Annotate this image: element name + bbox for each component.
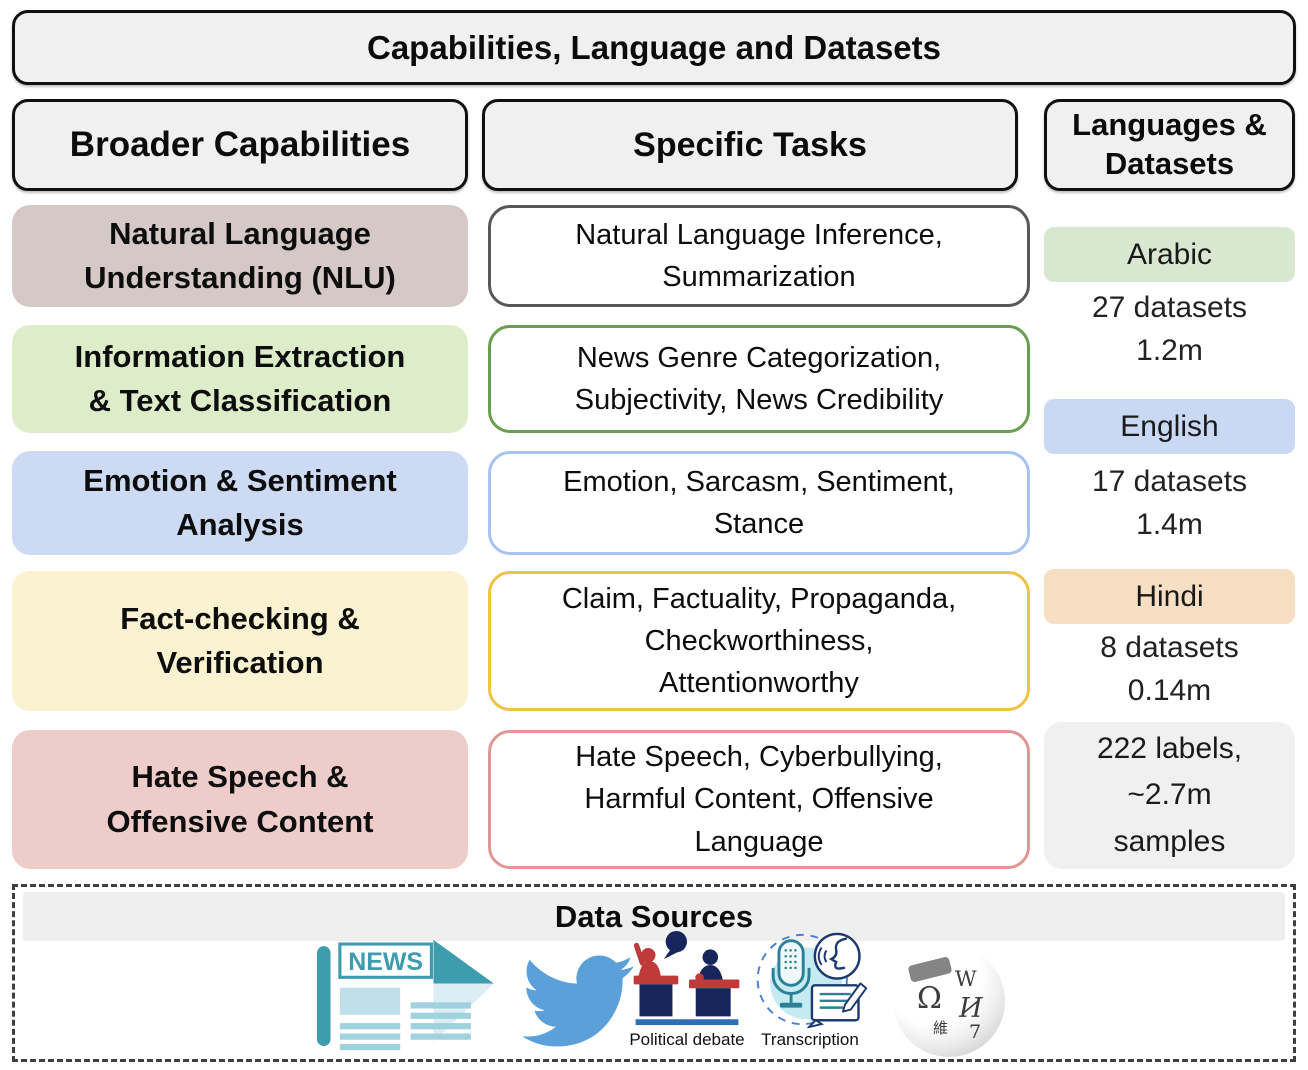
capability-fact-checking: Fact-checking & Verification [12, 571, 468, 711]
tasks-nlu: Natural Language Inference, Summarizatio… [488, 205, 1030, 307]
capability-information-extraction: Information Extraction & Text Classifica… [12, 325, 468, 433]
political-debate-icon [633, 931, 740, 1026]
capability-nlu: Natural Language Understanding (NLU) [12, 205, 468, 307]
wikipedia-puzzle-piece [907, 956, 953, 983]
political-debate-label: Political debate [629, 1030, 745, 1049]
language-pill-hindi: Hindi [1044, 569, 1295, 624]
capability-hate-speech: Hate Speech & Offensive Content [12, 730, 468, 869]
english-dataset-count: 17 datasets [1091, 465, 1248, 498]
tasks-fact-checking: Claim, Factuality, Propaganda, Checkwort… [488, 571, 1030, 711]
capability-emotion-sentiment: Emotion & Sentiment Analysis [12, 451, 468, 555]
wikipedia-glyph-i: И [959, 993, 983, 1024]
arabic-dataset-count: 27 datasets [1091, 291, 1248, 324]
wikipedia-icon: Ω W И 維 7 [893, 940, 1005, 1057]
arabic-sample-count: 1.2m [1136, 334, 1203, 367]
hindi-dataset-count: 8 datasets [1100, 631, 1239, 664]
column-header-specific-tasks: Specific Tasks [482, 99, 1018, 191]
data-sources-section: Data Sources NEWS [12, 884, 1296, 1062]
language-pill-arabic: Arabic [1044, 227, 1295, 282]
language-pill-english: English [1044, 399, 1295, 454]
wikipedia-glyph-w: W [955, 967, 977, 991]
data-sources-title: Data Sources [23, 892, 1285, 941]
twitter-icon [522, 955, 634, 1047]
tasks-hate-speech: Hate Speech, Cyberbullying, Harmful Cont… [488, 730, 1030, 869]
news-icon-text: NEWS [348, 948, 423, 976]
wikipedia-glyph-7: 7 [969, 1021, 982, 1043]
tasks-information-extraction: News Genre Categorization, Subjectivity,… [488, 325, 1030, 433]
column-header-languages-datasets: Languages & Datasets [1044, 99, 1295, 191]
hindi-sample-count: 0.14m [1127, 674, 1212, 707]
figure-title: Capabilities, Language and Datasets [12, 10, 1296, 85]
newspaper-icon: NEWS [317, 939, 494, 1051]
tasks-emotion-sentiment: Emotion, Sarcasm, Sentiment, Stance [488, 451, 1030, 555]
transcription-icon [756, 932, 868, 1028]
wikipedia-glyph-cjk: 維 [933, 1019, 949, 1037]
english-sample-count: 1.4m [1136, 508, 1203, 541]
total-labels-samples: 222 labels, ~2.7m samples [1044, 722, 1295, 869]
column-header-broader-capabilities: Broader Capabilities [12, 99, 468, 191]
transcription-label: Transcription [761, 1030, 859, 1049]
wikipedia-glyph-omega: Ω [917, 981, 942, 1016]
